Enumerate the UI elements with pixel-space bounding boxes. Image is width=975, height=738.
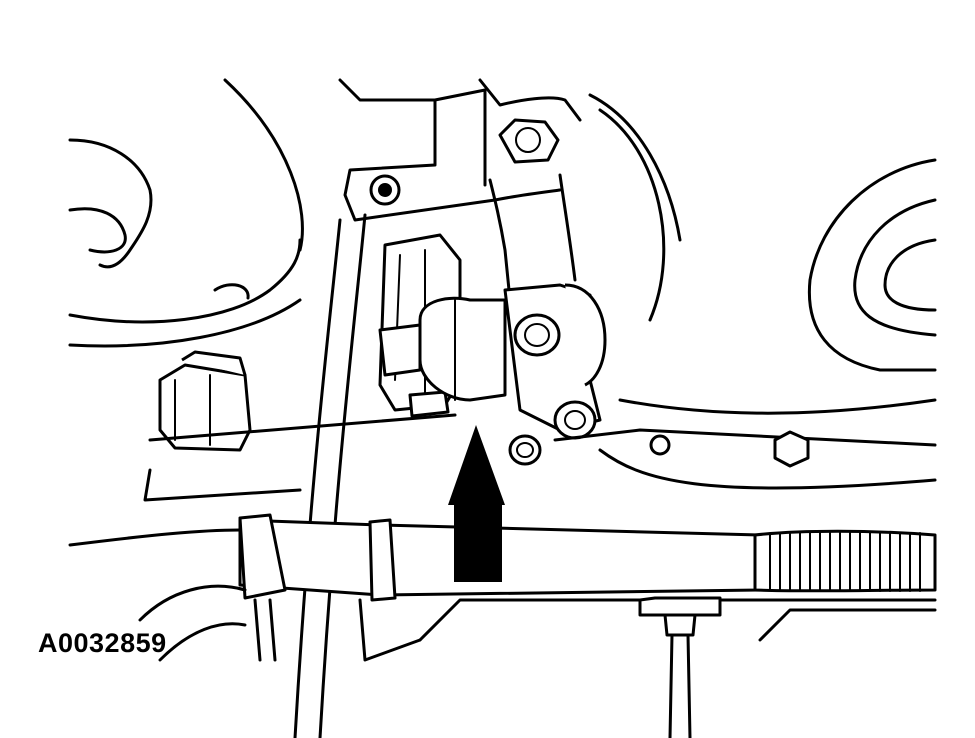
upper-bracket <box>338 78 582 222</box>
right-pulley <box>588 93 937 372</box>
upper-bolt <box>498 118 560 164</box>
bracket-arm <box>488 173 577 302</box>
sensor-assembly <box>378 233 607 466</box>
pointer-arrow <box>448 425 505 582</box>
left-connector <box>158 350 252 452</box>
vertical-pipe <box>293 213 367 738</box>
base-plate <box>143 398 937 502</box>
figure-identifier: A0032859 <box>38 628 167 658</box>
left-cover-housing <box>68 78 304 348</box>
coolant-hose <box>68 513 937 662</box>
lower-bracket <box>253 598 422 662</box>
lower-fitting <box>418 596 937 738</box>
